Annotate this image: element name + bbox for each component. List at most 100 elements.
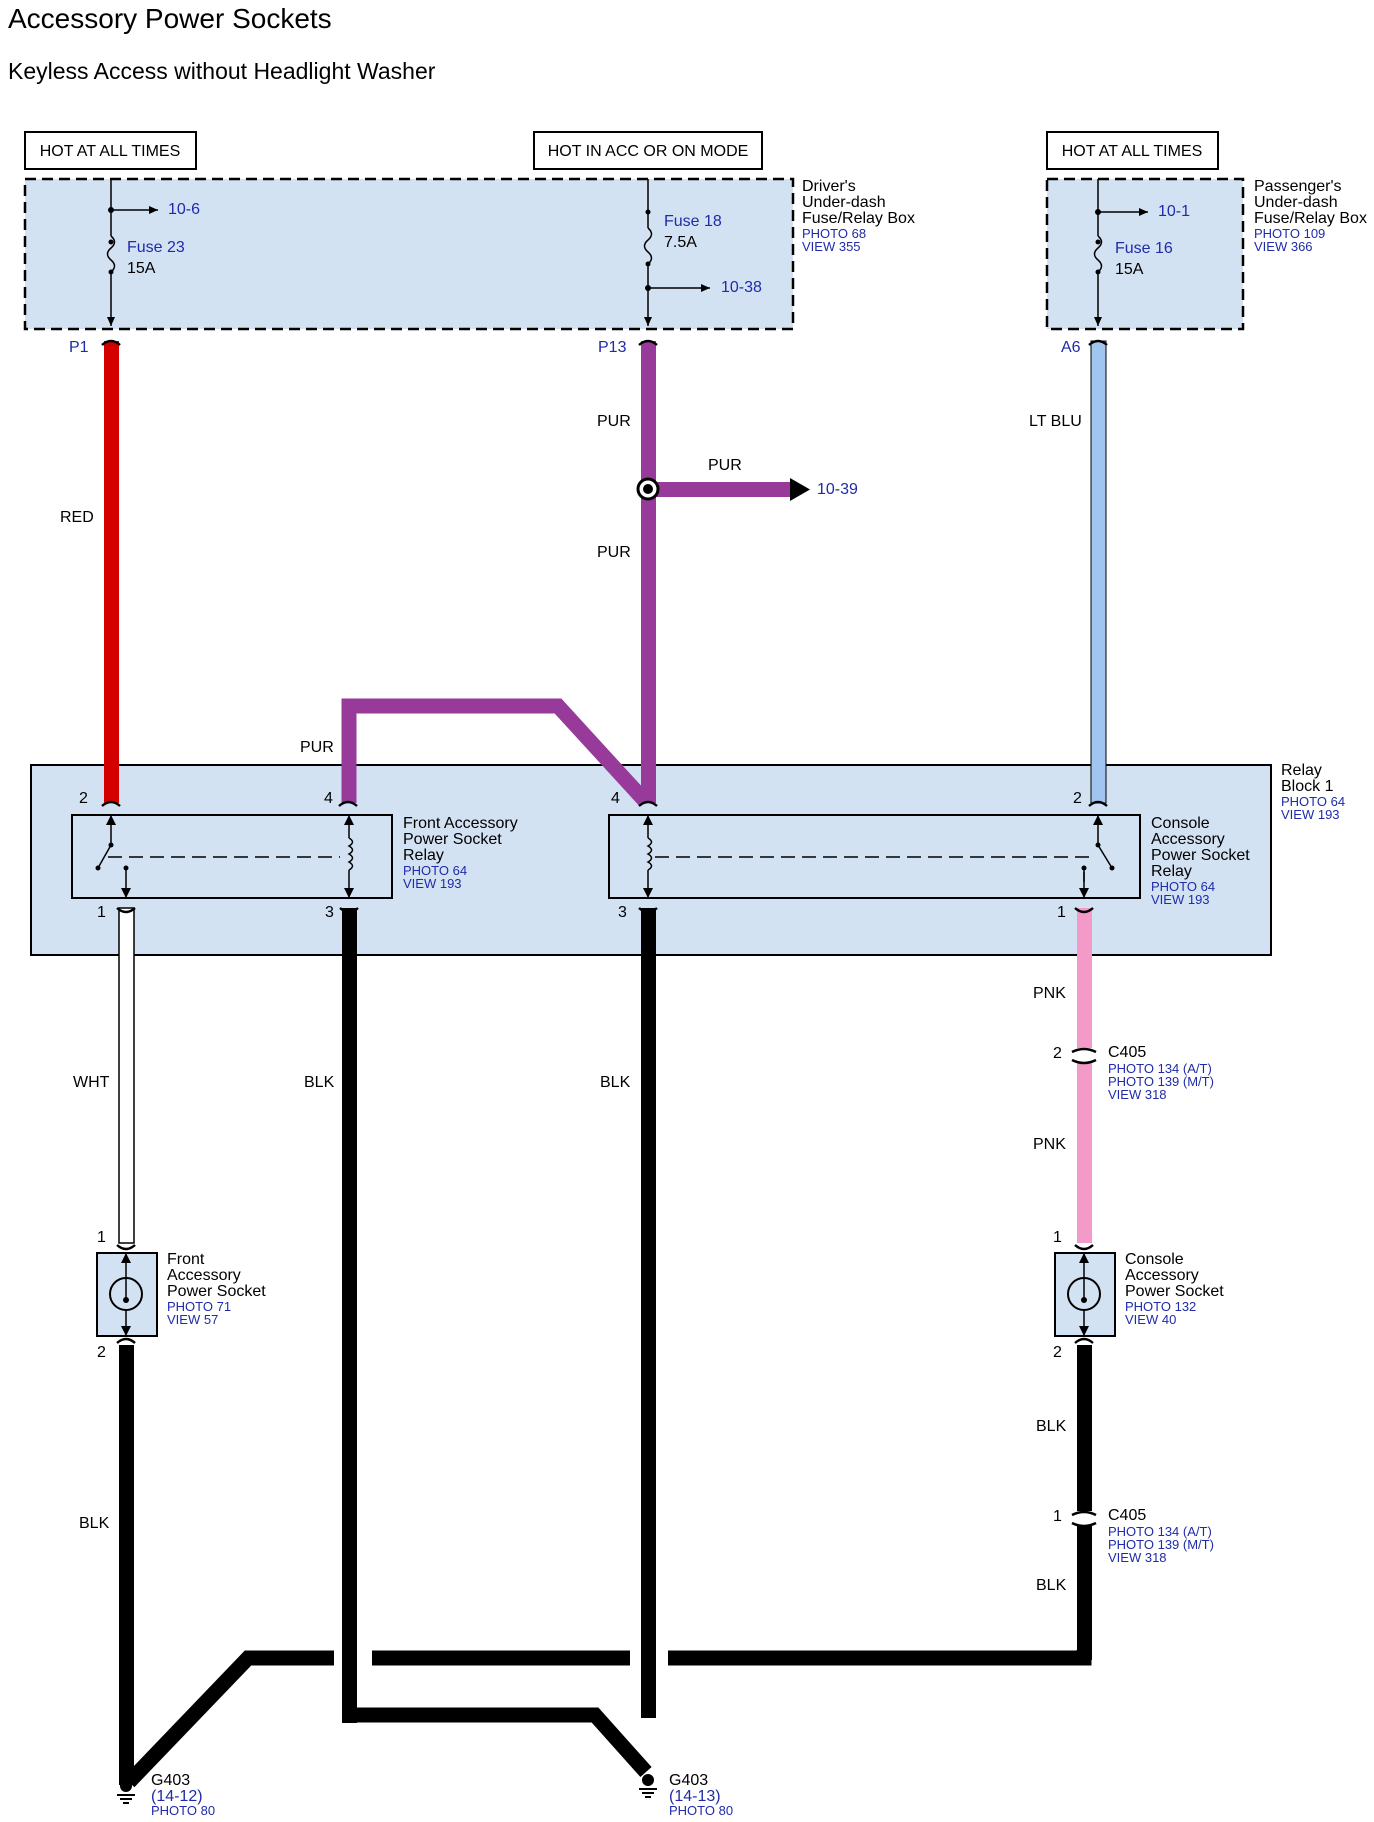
- svg-text:Power Socket: Power Socket: [1125, 1283, 1224, 1300]
- svg-text:PHOTO 64: PHOTO 64: [403, 863, 467, 878]
- svg-text:1: 1: [97, 904, 106, 921]
- ground-g403-right: G403 (14-13) PHOTO 80: [639, 1772, 733, 1818]
- svg-text:2: 2: [1073, 790, 1082, 807]
- connectors-top: [101, 339, 1108, 346]
- svg-text:HOT AT ALL TIMES: HOT AT ALL TIMES: [40, 143, 181, 160]
- svg-text:10-38: 10-38: [721, 279, 762, 296]
- wire-wht-label: WHT: [73, 1074, 110, 1091]
- wire-blk-label-2: BLK: [600, 1074, 631, 1091]
- svg-text:VIEW 193: VIEW 193: [1151, 892, 1210, 907]
- svg-text:PHOTO 132: PHOTO 132: [1125, 1299, 1196, 1314]
- svg-text:Fuse 23: Fuse 23: [127, 239, 185, 256]
- wire-pnk-label-1: PNK: [1033, 985, 1066, 1002]
- front-accessory-power-socket: 1 2 Front Accessory Power Socket PHOTO 7…: [96, 1229, 266, 1361]
- svg-text:Relay: Relay: [1281, 762, 1322, 779]
- pin-p1: P1: [69, 339, 89, 356]
- svg-text:Front Accessory: Front Accessory: [403, 815, 518, 832]
- svg-text:VIEW 40: VIEW 40: [1125, 1312, 1176, 1327]
- svg-text:3: 3: [325, 904, 334, 921]
- svg-text:Under-dash: Under-dash: [802, 194, 886, 211]
- wire-blk-front-label: BLK: [79, 1515, 110, 1532]
- wire-pur-branch-ref: 10-39: [817, 481, 858, 498]
- svg-text:10-6: 10-6: [168, 201, 200, 218]
- wire-pur-label-3: PUR: [300, 739, 334, 756]
- svg-text:Relay: Relay: [403, 847, 444, 864]
- svg-text:Console: Console: [1125, 1251, 1184, 1268]
- svg-text:(14-12): (14-12): [151, 1788, 203, 1805]
- wire-blk-console-label-2: BLK: [1036, 1577, 1067, 1594]
- svg-text:PHOTO 139 (M/T): PHOTO 139 (M/T): [1108, 1537, 1214, 1552]
- hot-label-3: HOT AT ALL TIMES: [1046, 131, 1219, 170]
- svg-text:PHOTO 64: PHOTO 64: [1151, 879, 1215, 894]
- fuse-16: 10-1 Fuse 16 15A: [1093, 179, 1190, 326]
- console-accessory-relay: Console Accessory Power Socket Relay PHO…: [608, 800, 1250, 907]
- svg-text:G403: G403: [151, 1772, 190, 1789]
- svg-text:PHOTO 71: PHOTO 71: [167, 1299, 231, 1314]
- svg-text:2: 2: [1053, 1045, 1062, 1062]
- svg-text:G403: G403: [669, 1772, 708, 1789]
- svg-text:10-1: 10-1: [1158, 203, 1190, 220]
- wire-pur-branch: [648, 482, 790, 497]
- svg-text:PHOTO 139 (M/T): PHOTO 139 (M/T): [1108, 1074, 1214, 1089]
- wire-blk-console-socket: [1077, 1345, 1092, 1660]
- svg-text:VIEW 57: VIEW 57: [167, 1312, 218, 1327]
- passengers-fuse-box: Passenger's Under-dash Fuse/Relay Box PH…: [1045, 177, 1367, 331]
- svg-text:15A: 15A: [1115, 261, 1144, 278]
- ground-g403-left: G403 (14-12) PHOTO 80: [117, 1772, 215, 1818]
- ground-routing: [123, 1650, 1092, 1788]
- svg-text:Fuse 18: Fuse 18: [664, 213, 722, 230]
- svg-text:Fuse/Relay Box: Fuse/Relay Box: [1254, 210, 1367, 227]
- wire-pnk-label-2: PNK: [1033, 1136, 1066, 1153]
- svg-text:Accessory: Accessory: [167, 1267, 241, 1284]
- svg-text:15A: 15A: [127, 260, 156, 277]
- svg-text:Driver's: Driver's: [802, 178, 856, 195]
- page-subtitle: Keyless Access without Headlight Washer: [8, 58, 436, 84]
- wire-lt-blu-label: LT BLU: [1029, 413, 1082, 430]
- svg-text:4: 4: [324, 790, 333, 807]
- svg-text:VIEW 366: VIEW 366: [1254, 239, 1313, 254]
- wire-blk-front-relay: [339, 907, 359, 1723]
- svg-text:1: 1: [1053, 1229, 1062, 1246]
- svg-text:Power Socket: Power Socket: [1151, 847, 1250, 864]
- svg-text:PHOTO 68: PHOTO 68: [802, 226, 866, 241]
- pin-a6: A6: [1061, 339, 1081, 356]
- svg-text:3: 3: [618, 904, 627, 921]
- wire-blk-label-1: BLK: [304, 1074, 335, 1091]
- connector-c405-top: 2 C405 PHOTO 134 (A/T) PHOTO 139 (M/T) V…: [1053, 1044, 1214, 1102]
- wire-pur-main: [641, 341, 656, 803]
- svg-text:VIEW 193: VIEW 193: [403, 876, 462, 891]
- fuse-18: 10-38 Fuse 18 7.5A: [643, 179, 762, 326]
- svg-text:1: 1: [1057, 904, 1066, 921]
- svg-text:Relay: Relay: [1151, 863, 1192, 880]
- hot-label-1: HOT AT ALL TIMES: [24, 131, 197, 170]
- svg-text:Block 1: Block 1: [1281, 778, 1334, 795]
- wire-blk-front-socket: [119, 1345, 134, 1785]
- svg-text:Accessory: Accessory: [1125, 1267, 1199, 1284]
- svg-text:VIEW 193: VIEW 193: [1281, 807, 1340, 822]
- svg-text:HOT IN ACC OR ON MODE: HOT IN ACC OR ON MODE: [548, 143, 749, 160]
- wire-pur-branch-label: PUR: [708, 457, 742, 474]
- svg-text:PHOTO 64: PHOTO 64: [1281, 794, 1345, 809]
- svg-text:PHOTO 109: PHOTO 109: [1254, 226, 1325, 241]
- front-accessory-relay: Front Accessory Power Socket Relay PHOTO…: [71, 800, 518, 899]
- hot-label-2: HOT IN ACC OR ON MODE: [533, 131, 763, 170]
- wire-lt-blu: [1090, 340, 1107, 804]
- svg-text:2: 2: [79, 790, 88, 807]
- wire-blk-console-relay: [638, 907, 658, 1718]
- svg-text:Power Socket: Power Socket: [403, 831, 502, 848]
- pur-branch-arrow: [790, 478, 810, 501]
- svg-text:4: 4: [611, 790, 620, 807]
- drivers-fuse-box: Driver's Under-dash Fuse/Relay Box PHOTO…: [23, 177, 915, 331]
- svg-text:1: 1: [97, 1229, 106, 1246]
- wire-blk-console-label-1: BLK: [1036, 1418, 1067, 1435]
- svg-text:Under-dash: Under-dash: [1254, 194, 1338, 211]
- svg-text:2: 2: [1053, 1344, 1062, 1361]
- wire-red-label: RED: [60, 509, 94, 526]
- svg-text:Accessory: Accessory: [1151, 831, 1225, 848]
- wire-pur-relay: [341, 698, 650, 806]
- svg-text:VIEW 355: VIEW 355: [802, 239, 861, 254]
- svg-text:Fuse 16: Fuse 16: [1115, 240, 1173, 257]
- svg-text:(14-13): (14-13): [669, 1788, 721, 1805]
- svg-text:PHOTO 80: PHOTO 80: [669, 1803, 733, 1818]
